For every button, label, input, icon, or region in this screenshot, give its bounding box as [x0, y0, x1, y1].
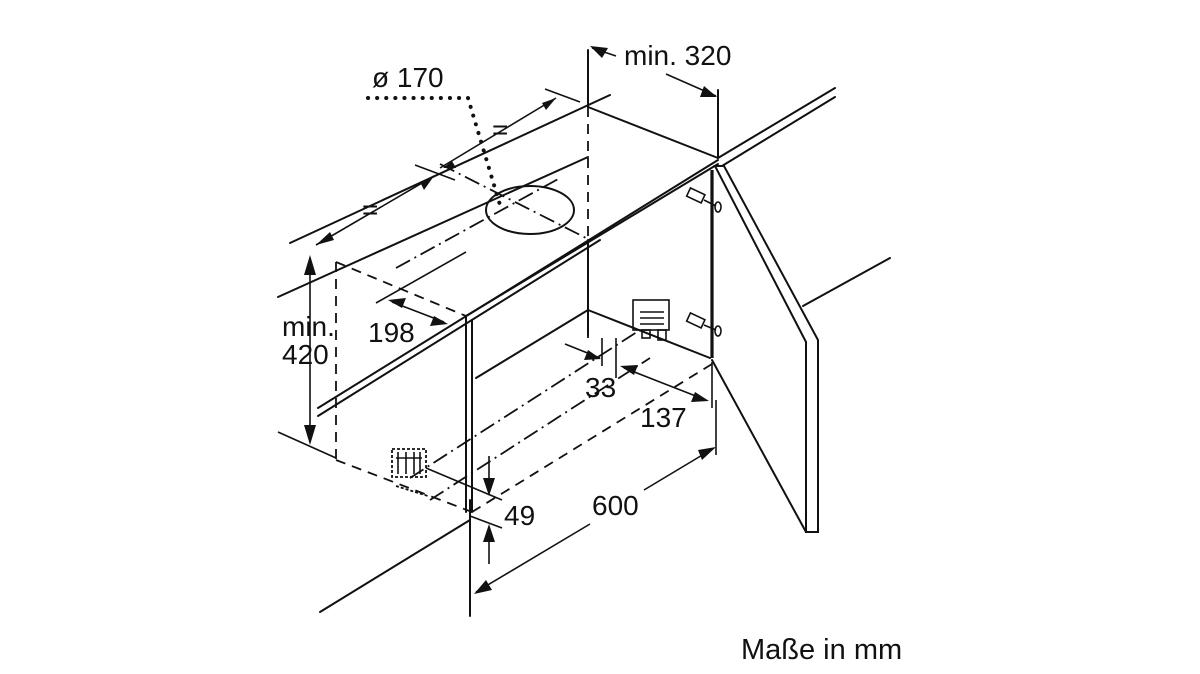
- cabinet-top-right-edge: [587, 106, 719, 159]
- shelf-front-rail-3: [465, 163, 719, 317]
- shelf-front-rail-2: [317, 239, 601, 417]
- hinge-upper: [685, 186, 722, 213]
- width-label: 600: [592, 490, 639, 521]
- offset-33-label: 33: [585, 372, 617, 403]
- 600-dim-line-a: [475, 523, 591, 593]
- units-caption: Maße in mm: [741, 634, 903, 666]
- arrow: [698, 447, 716, 460]
- cabinet-door-bottom-edge: [711, 359, 807, 533]
- 198-ext-line: [375, 251, 467, 304]
- diameter-leader: [366, 96, 502, 207]
- equal-dim-right: [439, 97, 557, 169]
- arrow: [584, 350, 601, 360]
- duct-opening: [485, 185, 575, 235]
- mounting-bracket-left: [391, 448, 429, 497]
- mounting-bracket-right: [632, 299, 670, 341]
- arrow: [304, 255, 316, 275]
- centerline-cross: [439, 163, 591, 241]
- hinge-lower: [685, 311, 722, 337]
- min420-ext-bottom: [277, 431, 337, 459]
- arrow: [430, 316, 448, 326]
- equal-label-right: =: [492, 114, 509, 145]
- arrow: [620, 365, 638, 375]
- arrow: [590, 46, 608, 58]
- interior-shelf-edge: [475, 309, 589, 379]
- worktop-rail-1: [717, 87, 836, 159]
- arrow: [420, 176, 434, 190]
- 49-ext-bottom: [469, 515, 503, 529]
- min-depth-label: min. 320: [624, 40, 732, 71]
- arrow: [691, 392, 709, 402]
- equal-label-left: =: [362, 194, 379, 225]
- door-reflection-line: [802, 257, 891, 307]
- arrow: [304, 425, 316, 445]
- equal-tick-right: [544, 88, 581, 103]
- centerline-lower-1: [409, 329, 641, 479]
- cabinet-door-edge: [713, 165, 819, 533]
- arrow: [700, 86, 717, 97]
- diameter-label: ø 170: [372, 62, 444, 93]
- equal-tick-mid: [414, 164, 456, 181]
- centerline-lower-2: [429, 357, 651, 501]
- arrow: [443, 161, 456, 168]
- arrow: [542, 98, 556, 110]
- centerline-depth: [395, 177, 561, 269]
- worktop-rail-2: [721, 96, 836, 167]
- equal-dim-left: [315, 175, 435, 246]
- arrow: [483, 524, 495, 542]
- cabinet-top-front-edge: [277, 156, 589, 298]
- arrow: [474, 580, 492, 594]
- hood-bottom-back-hidden: [471, 363, 713, 513]
- min-height-label-line2: 420: [282, 339, 329, 370]
- bottom-offset-label: 49: [504, 500, 536, 531]
- front-offset-label: 198: [368, 317, 415, 348]
- hood-bottom-hidden: [335, 459, 473, 513]
- arrow: [483, 478, 495, 496]
- floor-line: [319, 519, 471, 613]
- interior-floor-edge: [587, 309, 711, 359]
- offset-137-label: 137: [640, 402, 687, 433]
- arrow: [316, 232, 334, 245]
- arrow: [388, 298, 406, 308]
- min-height-label-line1: min.: [282, 311, 335, 342]
- 137-dim-line: [623, 367, 707, 401]
